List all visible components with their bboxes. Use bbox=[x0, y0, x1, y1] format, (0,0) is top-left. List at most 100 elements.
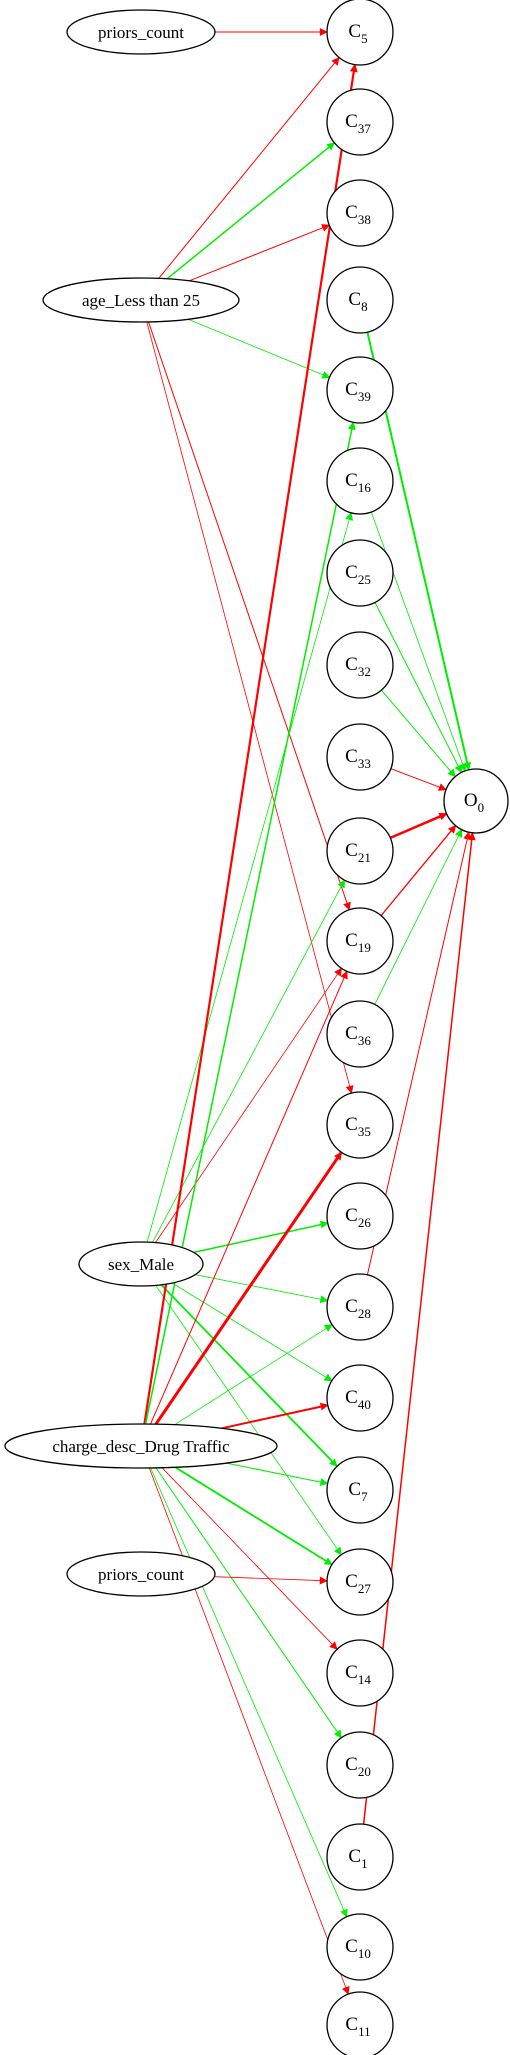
hidden-node-C20: C20 bbox=[326, 1731, 394, 1799]
hidden-node-C14: C14 bbox=[326, 1639, 394, 1707]
output-node-shape bbox=[443, 768, 509, 834]
hidden-node-prefix: C bbox=[345, 1205, 358, 1226]
edge-C36-to-O0 bbox=[374, 828, 463, 1005]
edge-in_charge-to-C27 bbox=[174, 1466, 333, 1566]
output-node-label: O0 bbox=[464, 790, 484, 815]
hidden-node-subscript: 14 bbox=[358, 1672, 372, 1687]
edge-in_charge-to-C28 bbox=[174, 1324, 333, 1426]
hidden-node-label: C11 bbox=[345, 2014, 370, 2039]
edge-in_charge-to-C35 bbox=[154, 1151, 343, 1425]
hidden-node-prefix: C bbox=[345, 379, 358, 400]
hidden-node-prefix: C bbox=[345, 111, 358, 132]
hidden-node-prefix: C bbox=[345, 840, 358, 861]
hidden-node-prefix: C bbox=[345, 1571, 358, 1592]
hidden-node-shape bbox=[326, 0, 394, 66]
hidden-node-prefix: C bbox=[345, 1754, 358, 1775]
hidden-node-shape bbox=[326, 1548, 394, 1616]
input-node-label: age_Less than 25 bbox=[82, 291, 200, 310]
hidden-node-shape bbox=[326, 907, 394, 975]
edge-in_charge-to-C5 bbox=[143, 63, 358, 1425]
hidden-node-subscript: 37 bbox=[358, 121, 372, 136]
hidden-node-C19: C19 bbox=[326, 907, 394, 975]
edge-in_sex-to-C26 bbox=[193, 1220, 329, 1254]
edge-in_charge-to-C7 bbox=[226, 1462, 329, 1486]
hidden-node-subscript: 1 bbox=[361, 1856, 368, 1871]
hidden-node-prefix: C bbox=[348, 289, 361, 310]
hidden-node-prefix: C bbox=[345, 470, 358, 491]
hidden-node-prefix: C bbox=[345, 1387, 358, 1408]
hidden-node-subscript: 27 bbox=[358, 1581, 372, 1596]
hidden-node-C26: C26 bbox=[326, 1182, 394, 1250]
edge-in_age-to-C39 bbox=[187, 318, 331, 379]
hidden-node-shape bbox=[326, 723, 394, 791]
input-node-shape bbox=[78, 1241, 204, 1287]
input-node-shape bbox=[66, 1551, 216, 1597]
hidden-node-prefix: C bbox=[345, 562, 358, 583]
output-node-prefix: O bbox=[464, 790, 478, 811]
hidden-node-subscript: 32 bbox=[358, 664, 371, 679]
hidden-node-C38: C38 bbox=[326, 179, 394, 247]
hidden-node-prefix: C bbox=[348, 21, 361, 42]
input-node-shape bbox=[66, 9, 216, 55]
hidden-node-C40: C40 bbox=[326, 1364, 394, 1432]
hidden-node-prefix: C bbox=[345, 1114, 358, 1135]
hidden-node-shape bbox=[326, 631, 394, 699]
hidden-node-shape bbox=[326, 1639, 394, 1707]
hidden-node-label: C20 bbox=[345, 1754, 371, 1779]
hidden-node-C5: C5 bbox=[326, 0, 394, 66]
hidden-node-subscript: 36 bbox=[358, 1033, 372, 1048]
hidden-node-C35: C35 bbox=[326, 1091, 394, 1159]
edge-in_sex-to-C28 bbox=[195, 1274, 329, 1304]
hidden-node-shape bbox=[326, 1364, 394, 1432]
hidden-node-subscript: 21 bbox=[358, 850, 371, 865]
hidden-node-label: C5 bbox=[348, 21, 367, 46]
edge-in_age-to-C37 bbox=[166, 142, 336, 280]
hidden-node-label: C25 bbox=[345, 562, 371, 587]
hidden-node-C7: C7 bbox=[326, 1456, 394, 1524]
hidden-node-prefix: C bbox=[348, 1479, 361, 1500]
hidden-node-subscript: 40 bbox=[358, 1397, 371, 1412]
hidden-node-subscript: 38 bbox=[358, 212, 371, 227]
hidden-node-subscript: 8 bbox=[361, 299, 368, 314]
hidden-node-label: C19 bbox=[345, 930, 371, 955]
hidden-node-prefix: C bbox=[345, 202, 358, 223]
hidden-node-label: C14 bbox=[345, 1662, 371, 1687]
edge-in_sex-to-C19 bbox=[155, 967, 342, 1243]
hidden-node-label: C38 bbox=[345, 202, 371, 227]
input-node-label: priors_count bbox=[98, 1565, 184, 1584]
hidden-node-prefix: C bbox=[348, 1846, 361, 1867]
hidden-node-label: C1 bbox=[348, 1846, 367, 1871]
hidden-node-subscript: 35 bbox=[358, 1124, 371, 1139]
edge-in_charge-to-C40 bbox=[221, 1402, 329, 1430]
hidden-node-prefix: C bbox=[345, 2014, 358, 2035]
hidden-node-prefix: C bbox=[345, 1662, 358, 1683]
hidden-node-subscript: 16 bbox=[358, 480, 372, 495]
hidden-node-label: C21 bbox=[345, 840, 371, 865]
hidden-node-label: C27 bbox=[345, 1571, 371, 1596]
hidden-node-label: C16 bbox=[345, 470, 371, 495]
edge-in_charge-to-C14 bbox=[161, 1467, 338, 1650]
hidden-node-shape bbox=[326, 1991, 394, 2055]
edge-in_charge-to-C10 bbox=[150, 1467, 348, 1918]
hidden-node-shape bbox=[326, 179, 394, 247]
input-node-in_priors_bot: priors_count bbox=[66, 1551, 216, 1597]
hidden-node-C33: C33 bbox=[326, 723, 394, 791]
input-node-label: sex_Male bbox=[108, 1255, 174, 1274]
hidden-node-subscript: 5 bbox=[361, 31, 368, 46]
hidden-node-label: C35 bbox=[345, 1114, 371, 1139]
hidden-node-shape bbox=[326, 1456, 394, 1524]
edge-in_charge-to-C11 bbox=[148, 1467, 350, 1995]
hidden-node-subscript: 11 bbox=[358, 2024, 371, 2039]
hidden-node-label: C10 bbox=[345, 1936, 371, 1961]
edge-C21-to-O0 bbox=[389, 812, 448, 840]
hidden-node-label: C26 bbox=[345, 1205, 371, 1230]
hidden-node-shape bbox=[326, 1913, 394, 1981]
hidden-node-shape bbox=[326, 1182, 394, 1250]
hidden-node-C37: C37 bbox=[326, 88, 394, 156]
edge-in_age-to-C5 bbox=[158, 56, 340, 279]
hidden-node-subscript: 39 bbox=[358, 389, 371, 404]
edge-C25-to-O0 bbox=[374, 602, 462, 774]
hidden-node-prefix: C bbox=[345, 1936, 358, 1957]
input-node-shape bbox=[4, 1423, 278, 1469]
